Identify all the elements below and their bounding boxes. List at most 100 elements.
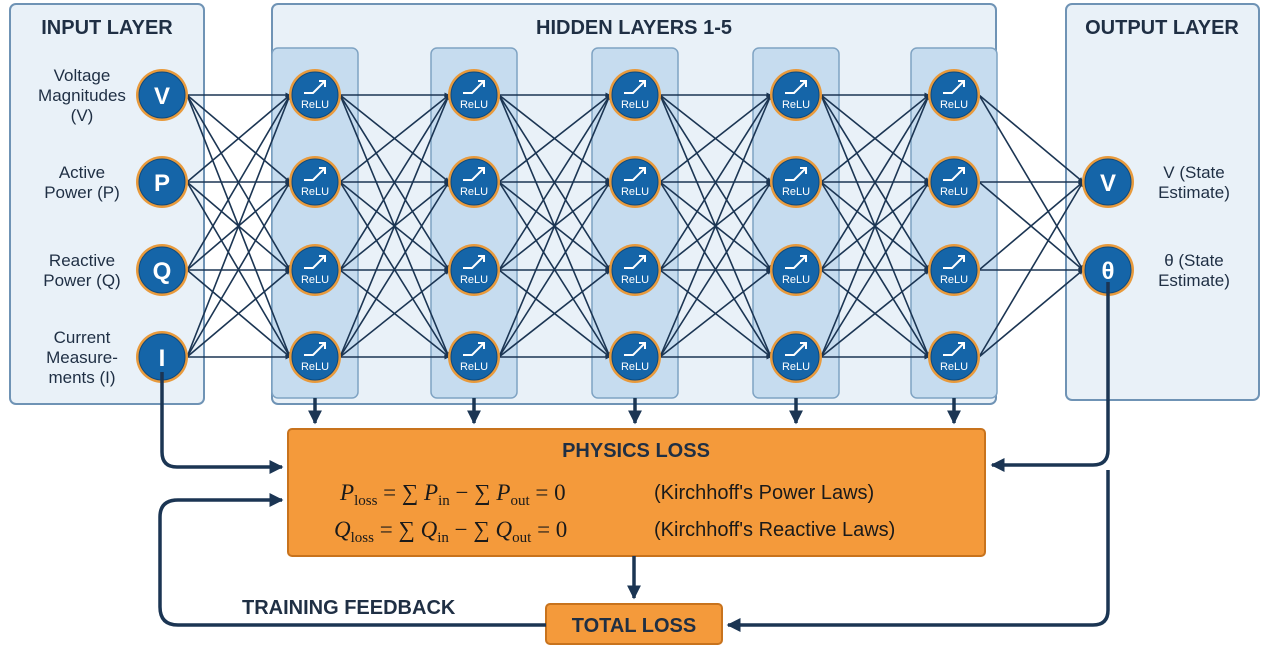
relu-curve-icon (304, 256, 325, 269)
hidden-node-l3-4: ReLU (609, 331, 661, 383)
svg-text:Ploss = ∑ Pin − ∑ Pout = 0: Ploss = ∑ Pin − ∑ Pout = 0 (339, 480, 566, 509)
node-symbol: P (154, 170, 170, 197)
relu-curve-icon (943, 168, 964, 181)
hidden-layer-columns (271, 47, 998, 399)
edge-l0-3-1 (186, 181, 291, 358)
relu-curve-icon (624, 168, 645, 181)
eq2-lhs: Q (334, 517, 351, 542)
relu-label: ReLU (621, 361, 649, 373)
relu-curve-icon (463, 81, 484, 94)
edge-l1-3-0 (339, 94, 450, 358)
relu-label: ReLU (940, 186, 968, 198)
svg-text:Qloss = ∑ Qin − ∑ Qout = 0: Qloss = ∑ Qin − ∑ Qout = 0 (334, 517, 567, 546)
total-loss-label: TOTAL LOSS (572, 615, 696, 637)
relu-curve-icon (463, 343, 484, 356)
eq2-rhs-a: Q (421, 517, 438, 542)
edge-l3-2-0 (659, 94, 772, 271)
hidden-node-l3-1: ReLU (609, 69, 661, 121)
edge-out-2-0 (978, 181, 1084, 271)
eq1-note: (Kirchhoff's Power Laws) (654, 482, 874, 504)
edge-l2-3-2 (498, 269, 611, 358)
output-to-total-loss-arrow (726, 470, 1110, 632)
eq1-result: 0 (554, 480, 566, 505)
edge-l0-3-2 (186, 269, 291, 358)
input-to-loss-arrow (160, 372, 284, 474)
relu-curve-icon (463, 168, 484, 181)
node-symbol: V (1100, 170, 1116, 197)
relu-curve-icon (785, 81, 806, 94)
relu-curve-icon (785, 343, 806, 356)
hidden-node-l4-3: ReLU (770, 244, 822, 296)
physics-loss-equation-p: Ploss = ∑ Pin − ∑ Pout = 0 (Kirchhoff's … (339, 480, 874, 509)
relu-label: ReLU (460, 361, 488, 373)
edge-l3-3-2 (659, 269, 772, 358)
relu-label: ReLU (301, 186, 329, 198)
edge-l3-1-0 (659, 94, 772, 183)
input-node-V: V (136, 69, 188, 121)
edge-l0-3-0 (186, 94, 291, 358)
eq2-rhs-b-sub: out (512, 530, 532, 546)
relu-curve-icon (463, 256, 484, 269)
eq2-rhs-b: Q (496, 517, 513, 542)
hidden-node-l1-3: ReLU (289, 244, 341, 296)
relu-label: ReLU (782, 99, 810, 111)
output-layer-title: OUTPUT LAYER (1085, 17, 1239, 39)
edge-l2-2-0 (498, 94, 611, 271)
training-feedback-arrow (158, 493, 546, 627)
hidden-to-loss-arrows (308, 398, 961, 425)
training-feedback-label: TRAINING FEEDBACK (242, 597, 456, 619)
hidden-node-l5-3: ReLU (928, 244, 980, 296)
input-layer-title: INPUT LAYER (41, 17, 173, 39)
edge-out-0-0 (978, 94, 1084, 183)
network-connections (186, 92, 1084, 360)
hidden-node-l4-4: ReLU (770, 331, 822, 383)
relu-curve-icon (624, 256, 645, 269)
loss-routing-lines (158, 282, 1110, 632)
hidden-node-l5-1: ReLU (928, 69, 980, 121)
relu-label: ReLU (621, 99, 649, 111)
relu-label: ReLU (301, 361, 329, 373)
input-node-I: I (136, 331, 188, 383)
hidden-node-l2-2: ReLU (448, 156, 500, 208)
hidden-node-l2-4: ReLU (448, 331, 500, 383)
eq2-note: (Kirchhoff's Reactive Laws) (654, 519, 895, 541)
hidden-node-l4-1: ReLU (770, 69, 822, 121)
relu-curve-icon (943, 256, 964, 269)
eq1-lhs-sub: loss (354, 493, 378, 509)
hidden-node-l5-2: ReLU (928, 156, 980, 208)
hidden-node-l2-3: ReLU (448, 244, 500, 296)
hidden-node-l2-1: ReLU (448, 69, 500, 121)
hidden-node-l1-4: ReLU (289, 331, 341, 383)
hidden-node-l1-1: ReLU (289, 69, 341, 121)
input-node-P: P (136, 156, 188, 208)
edge-l4-3-2 (820, 269, 930, 358)
eq1-rhs-b-sub: out (510, 493, 530, 509)
relu-curve-icon (785, 168, 806, 181)
relu-curve-icon (943, 343, 964, 356)
edge-l3-3-1 (659, 181, 772, 358)
hidden-node-l5-4: ReLU (928, 331, 980, 383)
eq1-lhs: P (339, 480, 354, 505)
edge-l2-3-0 (498, 94, 611, 358)
edge-l1-3-1 (339, 181, 450, 358)
relu-label: ReLU (940, 361, 968, 373)
edge-l4-2-0 (820, 94, 930, 271)
relu-curve-icon (304, 343, 325, 356)
output-node-1: V (1082, 156, 1134, 208)
eq1-rhs-a-sub: in (438, 493, 450, 509)
relu-curve-icon (785, 256, 806, 269)
edge-l1-2-0 (339, 94, 450, 271)
output-node-2: θ (1082, 244, 1134, 296)
edge-l2-3-1 (498, 181, 611, 358)
relu-label: ReLU (940, 99, 968, 111)
node-symbol: I (159, 345, 166, 372)
relu-label: ReLU (460, 274, 488, 286)
relu-label: ReLU (301, 99, 329, 111)
relu-label: ReLU (940, 274, 968, 286)
